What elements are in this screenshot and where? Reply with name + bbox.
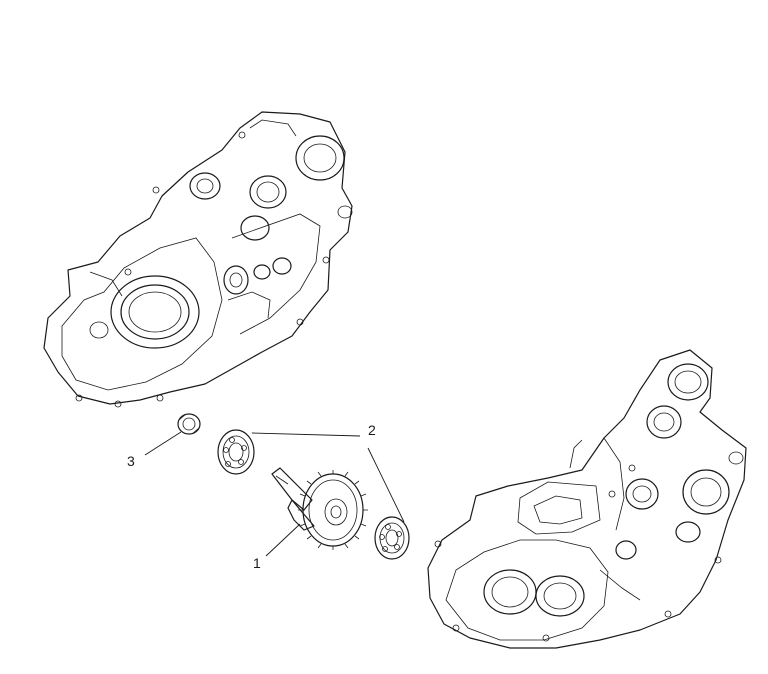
leader-line-2-lower bbox=[367, 447, 405, 523]
leader-line-1 bbox=[265, 523, 301, 557]
left-crankcase-half bbox=[43, 111, 353, 408]
large-bearing-upper bbox=[217, 429, 255, 475]
callout-2: 2 bbox=[368, 422, 376, 438]
gear-shaft bbox=[271, 467, 368, 550]
leader-line-2-upper bbox=[251, 432, 361, 437]
callout-3: 3 bbox=[127, 453, 135, 469]
large-bearing-lower bbox=[374, 516, 410, 560]
right-crankcase-half bbox=[427, 349, 747, 649]
small-bearing bbox=[177, 413, 201, 435]
callout-1: 1 bbox=[253, 555, 261, 571]
leader-lines bbox=[144, 431, 405, 557]
leader-line-3 bbox=[144, 431, 182, 456]
